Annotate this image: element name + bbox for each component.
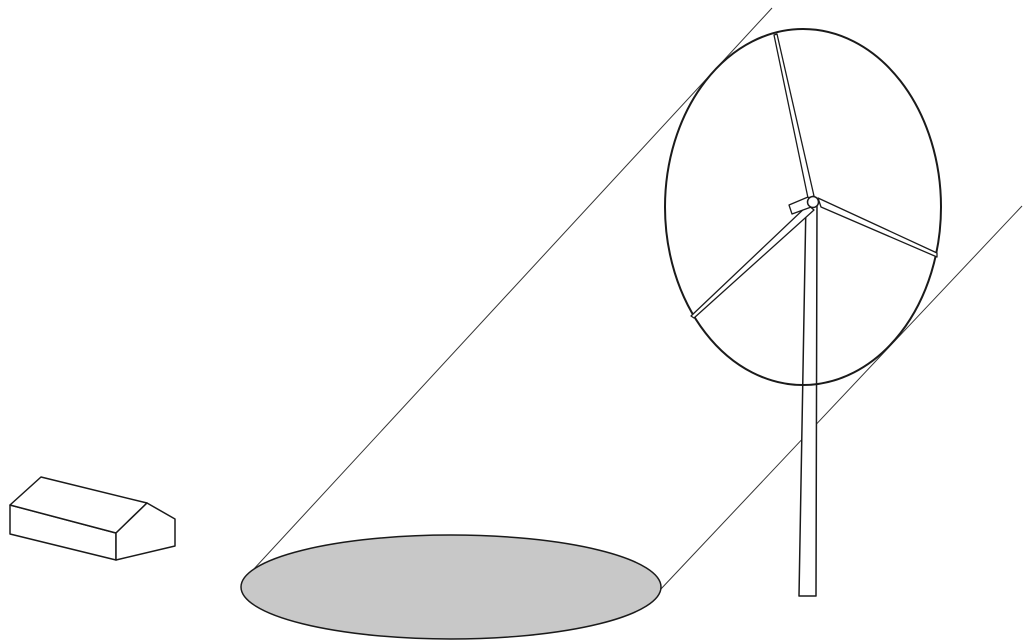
house-icon: [10, 477, 175, 560]
upper-projection-ray: [253, 8, 772, 570]
turbine-blade-right: [818, 198, 937, 257]
turbine-blade-top: [774, 34, 814, 198]
turbine-blade-left: [691, 205, 814, 318]
ground-shadow: [241, 535, 661, 639]
lower-projection-ray: [660, 206, 1022, 590]
projection-rays: [253, 8, 1022, 590]
turbine-tower: [799, 201, 817, 596]
turbine-hub: [808, 197, 819, 208]
wind-turbine-icon: [665, 29, 941, 596]
